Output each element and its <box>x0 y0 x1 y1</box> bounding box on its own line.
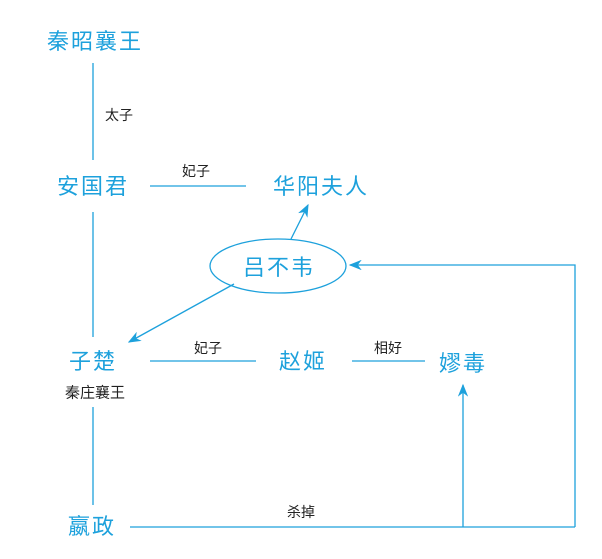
label-shadiao: 杀掉 <box>287 505 315 521</box>
node-anguojun: 安国君 <box>56 175 130 200</box>
label-taizi: 太子 <box>105 108 133 124</box>
label-feizi-2: 妃子 <box>194 341 222 357</box>
node-huayang: 华阳夫人 <box>272 175 370 200</box>
arrow-lvbuwei-huayang <box>290 203 309 240</box>
lvbuwei-ellipse <box>209 238 347 294</box>
label-xianghao: 相好 <box>374 341 402 357</box>
node-zichu: 子楚 <box>68 350 118 375</box>
node-lv-buwei: 吕不韦 <box>242 256 316 281</box>
node-laoai: 嫪毒 <box>438 352 488 377</box>
node-yingzheng: 嬴政 <box>67 515 117 540</box>
arrow-to-lvbuwei <box>348 259 576 527</box>
label-zhuangxiang: 秦庄襄王 <box>64 383 126 402</box>
label-feizi-1: 妃子 <box>182 164 210 180</box>
node-zhaoji: 赵姬 <box>278 350 328 375</box>
node-qin-zhaoxiang: 秦昭襄王 <box>46 30 144 55</box>
arrow-lvbuwei-zichu <box>127 283 235 343</box>
